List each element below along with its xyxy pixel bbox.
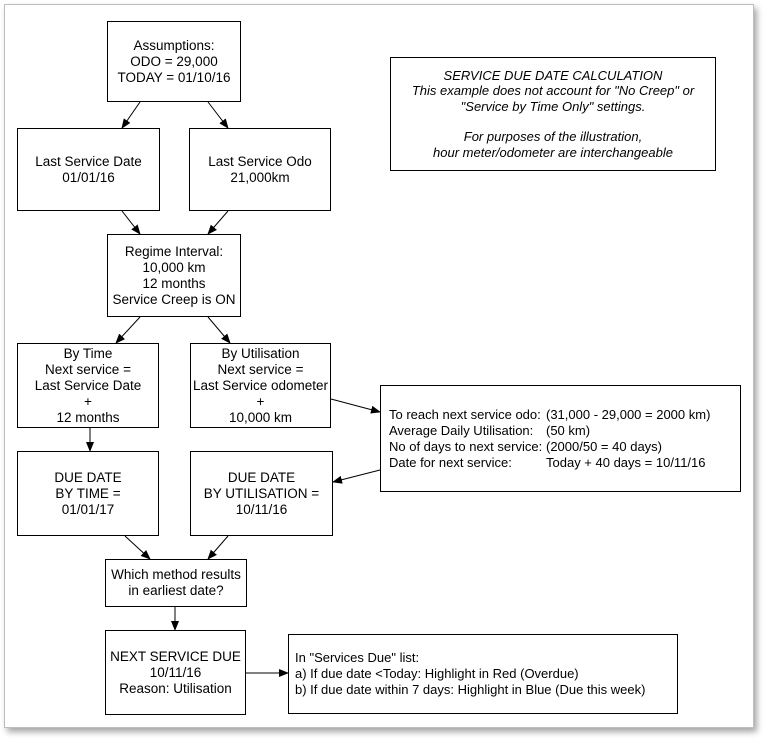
services-due-rule-b: b) If due date within 7 days: Highlight … [295, 682, 646, 697]
due-date-by-time-box: DUE DATE BY TIME = 01/01/17 [17, 451, 159, 536]
last-service-odo-value: 21,000km [230, 169, 290, 185]
services-due-list-box: In "Services Due" list: a) If due date <… [288, 634, 678, 714]
last-service-odo-label: Last Service Odo [208, 153, 312, 169]
by-utilisation-box: By Utilisation Next service = Last Servi… [190, 343, 331, 428]
assumptions-odo: ODO = 29,000 [130, 53, 218, 69]
regime-title: Regime Interval: [124, 243, 224, 259]
due-util-value: 10/11/16 [235, 501, 288, 517]
by-time-title: By Time [63, 345, 113, 361]
next-due-date: 10/11/16 [149, 664, 202, 680]
note-line-1: This example does not account for "No Cr… [411, 83, 695, 99]
regime-interval-box: Regime Interval: 10,000 km 12 months Ser… [107, 234, 241, 317]
calc-label: To reach next service odo: [389, 406, 541, 422]
regime-months: 12 months [142, 275, 206, 291]
last-service-date-label: Last Service Date [35, 153, 142, 169]
calc-label: No of days to next service: [389, 438, 543, 454]
regime-creep: Service Creep is ON [112, 291, 236, 307]
by-time-line-3: 12 months [56, 409, 120, 425]
calc-value: Today + 40 days = 10/11/16 [546, 454, 706, 470]
calc-row: Date for next service: Today + 40 days =… [389, 455, 740, 471]
due-time-line-1: DUE DATE [54, 469, 122, 485]
note-line-4: hour meter/odometer are interchangeable [433, 144, 673, 160]
calc-value: (31,000 - 29,000 = 2000 km) [546, 406, 711, 422]
by-time-plus: + [84, 393, 92, 409]
due-date-by-utilisation-box: DUE DATE BY UTILISATION = 10/11/16 [190, 451, 333, 536]
note-heading: SERVICE DUE DATE CALCULATION [443, 67, 663, 83]
arrow-calc-to-due-util [332, 469, 381, 484]
by-util-title: By Utilisation [221, 345, 300, 361]
calc-value: (2000/50 = 40 days) [546, 438, 662, 454]
by-util-line-1: Next service = [217, 361, 304, 377]
assumptions-title: Assumptions: [133, 37, 215, 53]
arrow-regime-to-by-time [115, 316, 141, 344]
services-due-rule-a: a) If due date <Today: Highlight in Red … [295, 666, 579, 681]
assumptions-box: Assumptions: ODO = 29,000 TODAY = 01/10/… [107, 21, 241, 102]
last-service-date-box: Last Service Date 01/01/16 [17, 128, 160, 211]
arrow-assumptions-to-last-odo [207, 101, 229, 129]
arrow-due-time-to-decision [124, 535, 151, 560]
due-util-line-1: DUE DATE [227, 469, 296, 485]
next-due-title: NEXT SERVICE DUE [110, 648, 241, 664]
due-time-value: 01/01/17 [61, 501, 115, 517]
by-util-line-2: Last Service odometer [192, 377, 329, 393]
due-util-line-2: BY UTILISATION = [203, 485, 320, 501]
arrow-regime-to-by-util [207, 316, 231, 344]
arrow-due-util-to-decision [207, 535, 229, 560]
decision-line-1: Which method results [111, 567, 241, 582]
by-util-plus: + [256, 393, 265, 409]
arrow-assumptions-to-last-date [121, 101, 141, 129]
decision-box: Which method results in earliest date? [105, 559, 247, 607]
last-service-date-value: 01/01/16 [62, 169, 115, 185]
calc-row: No of days to next service: (2000/50 = 4… [389, 439, 740, 455]
assumptions-today: TODAY = 01/10/16 [117, 69, 231, 85]
calc-row: Average Daily Utilisation: (50 km) [389, 423, 740, 439]
calculation-note-box: SERVICE DUE DATE CALCULATION This exampl… [390, 57, 716, 171]
note-line-2: "Service by Time Only" settings. [460, 98, 646, 114]
services-due-heading: In "Services Due" list: [295, 650, 420, 665]
calc-value: (50 km) [546, 422, 591, 438]
decision-line-2: in earliest date? [128, 583, 224, 598]
due-time-line-2: BY TIME = [55, 485, 121, 501]
last-service-odo-box: Last Service Odo 21,000km [189, 128, 331, 211]
arrow-by-util-to-calc [330, 398, 381, 414]
next-due-reason: Reason: Utilisation [119, 680, 232, 696]
note-line-3: For purposes of the illustration, [463, 129, 643, 145]
arrow-last-date-to-regime [121, 210, 141, 235]
calc-label: Date for next service: [389, 454, 512, 470]
by-time-line-2: Last Service Date [34, 377, 142, 393]
by-time-line-1: Next service = [45, 361, 131, 377]
calc-row: To reach next service odo: (31,000 - 29,… [389, 407, 740, 423]
by-time-box: By Time Next service = Last Service Date… [17, 343, 159, 428]
arrow-last-odo-to-regime [207, 210, 229, 235]
utilisation-calculation-box: To reach next service odo: (31,000 - 29,… [380, 385, 741, 492]
next-service-due-box: NEXT SERVICE DUE 10/11/16 Reason: Utilis… [105, 630, 246, 715]
calc-label: Average Daily Utilisation: [389, 422, 534, 438]
regime-km: 10,000 km [142, 259, 206, 275]
by-util-line-3: 10,000 km [228, 409, 293, 425]
